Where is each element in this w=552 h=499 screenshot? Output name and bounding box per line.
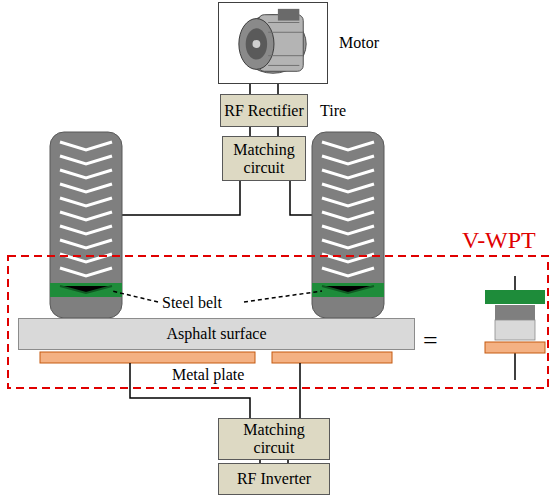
box-text: Matching circuit <box>226 141 302 177</box>
wire <box>130 363 250 418</box>
wire <box>290 181 312 215</box>
part-label: Motor <box>339 34 379 52</box>
region-outline <box>8 256 548 388</box>
wire <box>122 181 240 215</box>
metal-plate <box>272 352 392 363</box>
asphalt-band: Asphalt surface <box>18 318 415 350</box>
box-text: RF Inverter <box>237 470 311 488</box>
leader-line <box>244 291 322 302</box>
tire <box>312 132 384 318</box>
motor-box: Motor <box>218 2 328 84</box>
text-label: V-WPT <box>462 226 536 254</box>
metal-plate <box>40 352 255 363</box>
process-box: RF Rectifier <box>220 94 308 127</box>
stack-symbol <box>485 276 545 380</box>
text-label: Metal plate <box>172 366 244 384</box>
box-text: Matching circuit <box>229 421 319 457</box>
process-box: RF Inverter <box>218 463 330 495</box>
tire <box>50 132 122 318</box>
process-box: Matching circuit <box>222 136 306 181</box>
text-label: Steel belt <box>162 294 222 312</box>
box-text: Asphalt surface <box>167 325 267 343</box>
wire-pair <box>250 127 278 136</box>
box-text: RF Rectifier <box>224 102 304 120</box>
wire <box>299 363 301 418</box>
leader-line <box>112 291 158 302</box>
process-box: Matching circuit <box>218 418 330 460</box>
motor-picture <box>219 3 327 83</box>
wire-pair <box>250 84 278 94</box>
text-label: Tire <box>320 102 346 120</box>
text-label: = <box>423 326 438 356</box>
